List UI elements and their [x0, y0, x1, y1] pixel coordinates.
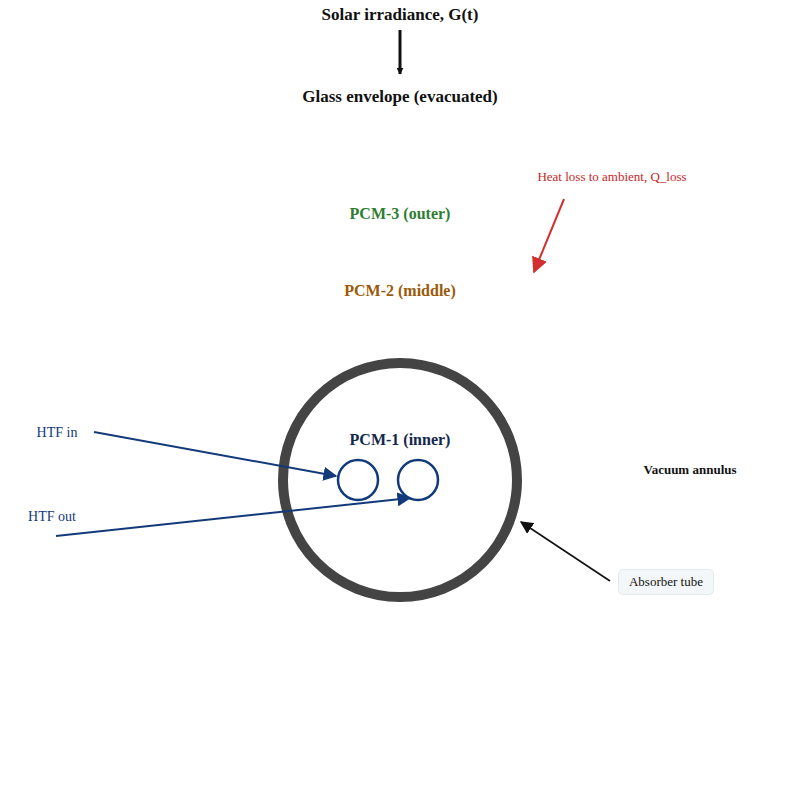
htf-pipe — [398, 460, 438, 500]
htf-pipe — [338, 460, 378, 500]
glass-ring — [107, 187, 693, 773]
glass-envelope: Glass envelope (evacuated)PCM-3 (outer)P… — [88, 168, 712, 792]
htf-label: HTF out — [25, 508, 79, 526]
glass-ring — [111, 191, 689, 769]
pcm-fill — [218, 298, 582, 662]
absorber-tube — [283, 363, 517, 597]
layer-label: PCM-2 (middle) — [344, 282, 456, 300]
irradiance-arrow — [399, 30, 402, 74]
pcm-band: PCM-3 (outer) PCM-2 (middle) PCM-1 (inner) — [115, 195, 685, 765]
pcm-band: PCM-2 (middle) PCM-1 (inner) — [160, 240, 640, 720]
htf-label: HTF in — [34, 424, 81, 442]
pcm-core: PCM-1 (inner) — [218, 298, 582, 662]
pcm-fill — [160, 240, 640, 720]
part-callout: Absorber tube — [618, 569, 714, 596]
part-label: Vacuum annulus — [640, 462, 739, 479]
ring-outline — [160, 240, 640, 720]
loss-label: Heat loss to ambient, Q_loss — [537, 170, 686, 185]
glass-ring — [92, 172, 708, 788]
layer-label: Glass envelope (evacuated) — [302, 87, 497, 107]
heat-loss-arrow — [534, 199, 564, 272]
input-label: Solar irradiance, G(t) — [322, 5, 479, 25]
pcm-fill — [115, 195, 685, 765]
layer-label: PCM-1 (inner) — [350, 431, 451, 449]
glass-ring — [102, 182, 698, 778]
ring-outline — [88, 168, 712, 792]
ring-outline — [218, 298, 582, 662]
ring-outline — [115, 195, 685, 765]
layer-label: PCM-3 (outer) — [350, 205, 451, 223]
absorber-leader — [521, 522, 610, 581]
htf-out-leader — [56, 498, 410, 536]
htf-in-leader — [94, 432, 336, 476]
